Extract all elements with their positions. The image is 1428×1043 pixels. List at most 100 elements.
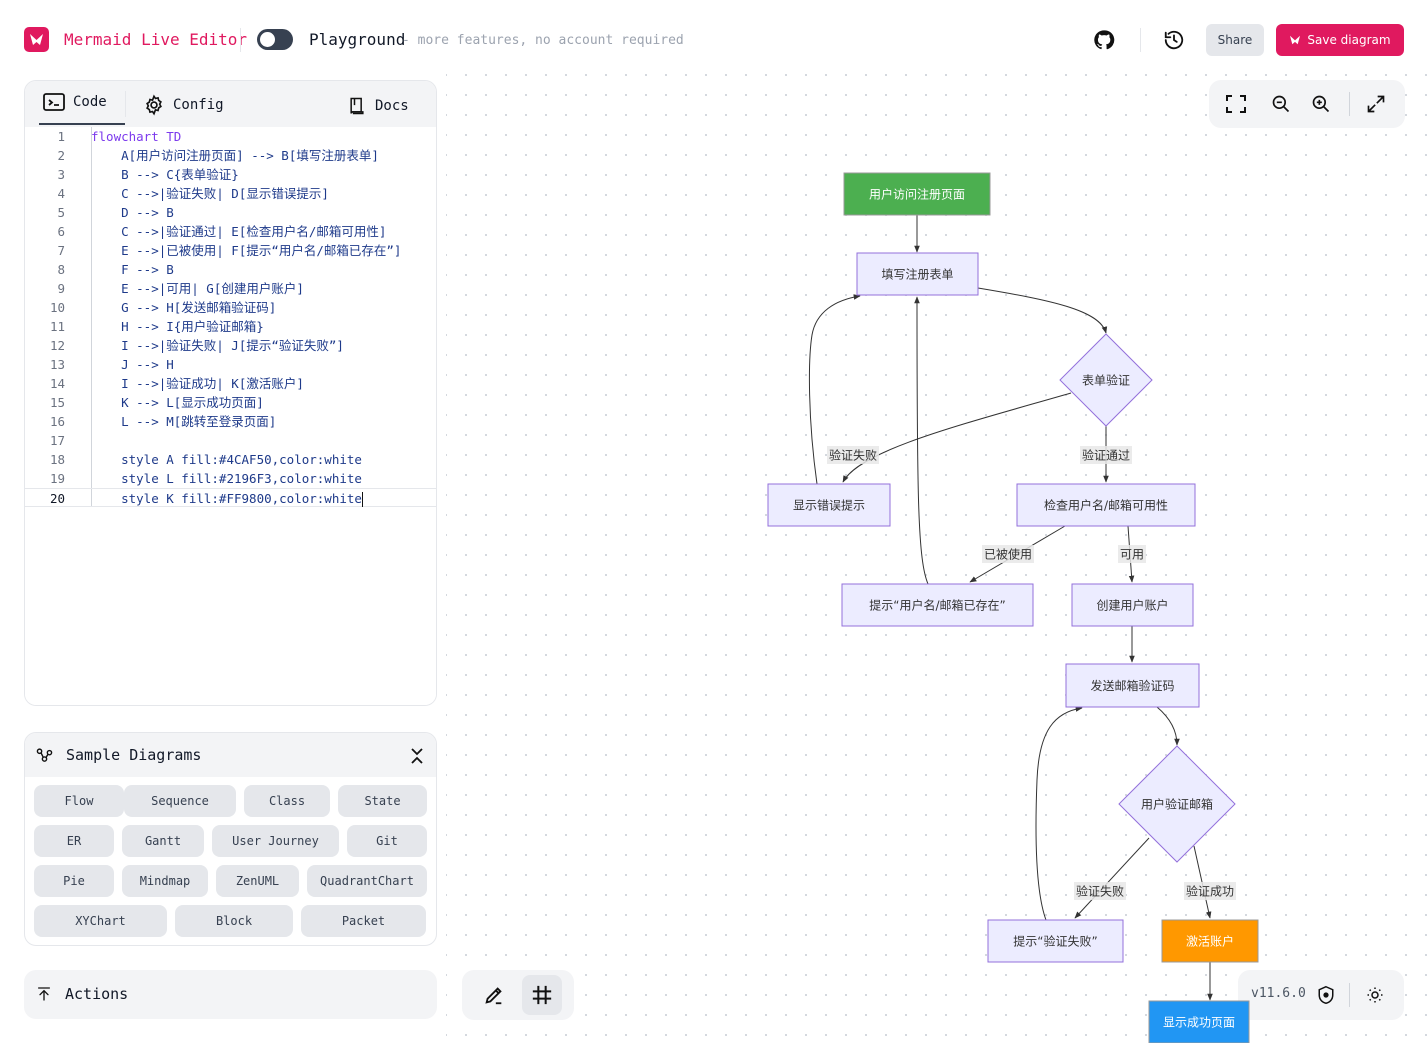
tab-docs[interactable]: Docs (347, 96, 409, 116)
line-number: 11 (49, 319, 65, 334)
code-line[interactable]: 15 K --> L[显示成功页面] (25, 393, 436, 412)
sample-git-button[interactable]: Git (347, 825, 427, 857)
code-text: flowchart TD (91, 129, 182, 144)
code-line[interactable]: 10 G --> H[发送邮箱验证码] (25, 298, 436, 317)
fit-screen-icon[interactable] (1226, 95, 1246, 113)
code-text: H --> I{用户验证邮箱} (91, 319, 264, 334)
code-line[interactable]: 12 I -->|验证失败| J[提示“验证失败”] (25, 336, 436, 355)
sample-er-button[interactable]: ER (34, 825, 114, 857)
playground-subtitle: - more features, no account required (402, 33, 684, 48)
code-line[interactable]: 14 I -->|验证成功| K[激活账户] (25, 374, 436, 393)
canvas-toolbar (1209, 80, 1405, 128)
actions-panel[interactable]: Actions (24, 970, 437, 1019)
zoom-in-icon[interactable] (1311, 94, 1331, 114)
share-button[interactable]: Share (1206, 24, 1264, 56)
line-number: 18 (49, 452, 65, 467)
sample-sequence-button[interactable]: Sequence (124, 785, 236, 817)
code-text: D --> B (91, 205, 174, 220)
code-line[interactable]: 3 B --> C{表单验证} (25, 165, 436, 184)
sample-block-button[interactable]: Block (175, 905, 293, 937)
sample-diagrams-header[interactable]: Sample Diagrams (25, 733, 436, 777)
sample-xychart-button[interactable]: XYChart (34, 905, 167, 937)
app-title[interactable]: Mermaid Live Editor (64, 30, 248, 49)
history-icon[interactable] (1162, 28, 1186, 52)
code-line[interactable]: 7 E -->|已被使用| F[提示“用户名/邮箱已存在”] (25, 241, 436, 260)
save-diagram-label: Save diagram (1307, 33, 1391, 47)
github-icon[interactable] (1092, 28, 1116, 52)
line-number: 9 (57, 281, 65, 296)
line-number: 7 (57, 243, 65, 258)
code-line[interactable]: 4 C -->|验证失败| D[显示错误提示] (25, 184, 436, 203)
grid-icon (532, 985, 552, 1005)
divider (1140, 28, 1141, 52)
grid-button[interactable] (522, 975, 562, 1015)
privacy-shield-icon[interactable] (1317, 985, 1335, 1005)
line-number: 2 (57, 148, 65, 163)
code-text: C -->|验证失败| D[显示错误提示] (91, 186, 329, 201)
text-cursor (361, 492, 363, 507)
sample-quadrantchart-button[interactable]: QuadrantChart (307, 865, 427, 897)
diagram-canvas[interactable] (446, 60, 1428, 1043)
sample-diagrams-title: Sample Diagrams (66, 746, 202, 764)
line-number: 6 (57, 224, 65, 239)
code-line[interactable]: 11 H --> I{用户验证邮箱} (25, 317, 436, 336)
playground-toggle[interactable] (257, 29, 293, 50)
collapse-icon[interactable] (410, 747, 424, 765)
tab-code[interactable]: Code (43, 93, 107, 111)
line-number: 10 (49, 300, 65, 315)
sample-class-button[interactable]: Class (244, 785, 330, 817)
code-icon (43, 93, 65, 111)
code-line[interactable]: 13 J --> H (25, 355, 436, 374)
tab-config[interactable]: Config (143, 94, 224, 116)
sample-packet-button[interactable]: Packet (301, 905, 426, 937)
line-number: 20 (49, 491, 65, 506)
code-text: E -->|已被使用| F[提示“用户名/邮箱已存在”] (91, 243, 402, 258)
code-line[interactable]: 20 style K fill:#FF9800,color:white (25, 488, 436, 507)
sample-state-button[interactable]: State (338, 785, 427, 817)
line-number: 3 (57, 167, 65, 182)
code-text: I -->|验证失败| J[提示“验证失败”] (91, 338, 344, 353)
gear-icon (146, 94, 162, 116)
line-number: 13 (49, 357, 65, 372)
mermaid-logo-icon[interactable] (24, 27, 49, 52)
code-line[interactable]: 6 C -->|验证通过| E[检查用户名/邮箱可用性] (25, 222, 436, 241)
top-bar: Mermaid Live Editor Playground - more fe… (0, 0, 1428, 80)
actions-label: Actions (65, 985, 129, 1003)
sample-flow-button[interactable]: Flow (34, 785, 124, 817)
zoom-out-icon[interactable] (1271, 94, 1291, 114)
code-line[interactable]: 9 E -->|可用| G[创建用户账户] (25, 279, 436, 298)
line-number: 1 (57, 129, 65, 144)
version-panel: v11.6.0 (1238, 970, 1404, 1020)
editor-panel: Code Config Docs 1 flowchart TD 2 A[用户访问注册… (24, 80, 437, 706)
line-number: 17 (49, 433, 65, 448)
edit-pencil-icon[interactable] (483, 984, 505, 1006)
code-line[interactable]: 17 (25, 431, 436, 450)
code-text: J --> H (91, 357, 174, 372)
line-number: 4 (57, 186, 65, 201)
code-text: G --> H[发送邮箱验证码] (91, 300, 277, 315)
editor-tabs: Code Config Docs (25, 81, 436, 127)
canvas-bottom-tools (462, 970, 574, 1020)
code-line[interactable]: 18 style A fill:#4CAF50,color:white (25, 450, 436, 469)
sample-pie-button[interactable]: Pie (34, 865, 114, 897)
code-line[interactable]: 16 L --> M[跳转至登录页面] (25, 412, 436, 431)
toggle-knob (260, 32, 275, 47)
code-line[interactable]: 19 style L fill:#2196F3,color:white (25, 469, 436, 488)
code-line[interactable]: 8 F --> B (25, 260, 436, 279)
code-line[interactable]: 1 flowchart TD (25, 127, 436, 146)
code-line[interactable]: 5 D --> B (25, 203, 436, 222)
sample-gantt-button[interactable]: Gantt (122, 825, 204, 857)
theme-sun-icon[interactable] (1366, 986, 1384, 1004)
expand-icon[interactable] (1366, 94, 1386, 114)
sample-mindmap-button[interactable]: Mindmap (122, 865, 208, 897)
code-text: K --> L[显示成功页面] (91, 395, 264, 410)
code-text: style A fill:#4CAF50,color:white (91, 452, 362, 467)
divider (1349, 92, 1350, 116)
save-diagram-button[interactable]: Save diagram (1276, 24, 1404, 56)
sample-zenuml-button[interactable]: ZenUML (216, 865, 299, 897)
playground-label: Playground (309, 30, 406, 49)
code-line[interactable]: 2 A[用户访问注册页面] --> B[填写注册表单] (25, 146, 436, 165)
sample-user-journey-button[interactable]: User Journey (212, 825, 339, 857)
code-editor[interactable]: 1 flowchart TD 2 A[用户访问注册页面] --> B[填写注册表单]… (25, 127, 436, 705)
